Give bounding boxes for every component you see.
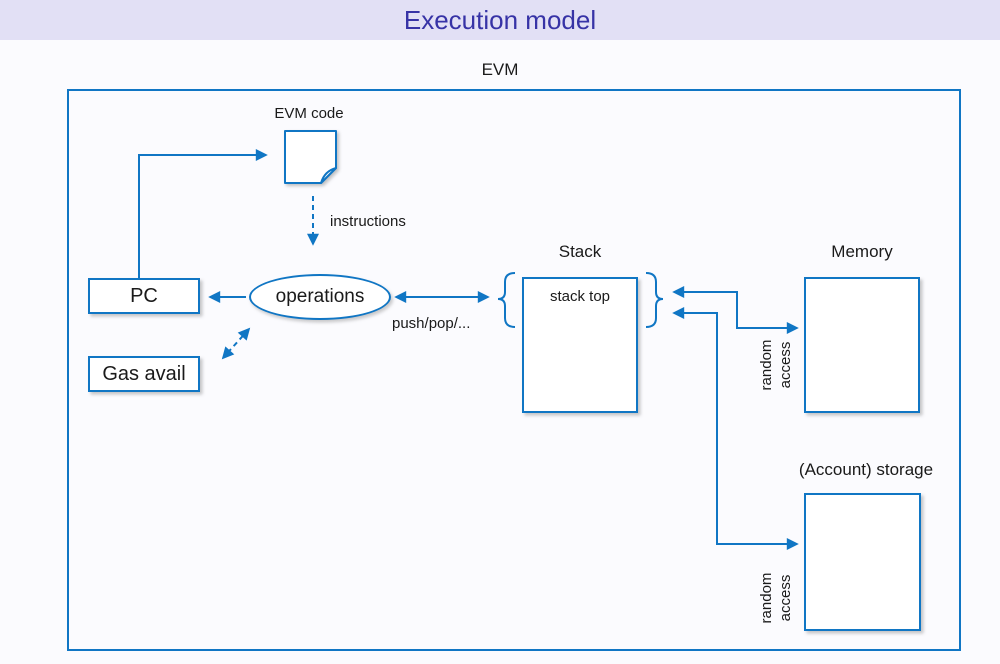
- stack-label: Stack: [558, 242, 602, 261]
- operations-label: operations: [275, 286, 365, 307]
- memory-label: Memory: [831, 242, 893, 261]
- evm-code-note-icon: [284, 130, 337, 184]
- random-access-line1: random: [758, 572, 775, 624]
- gas-avail-label: Gas avail: [102, 362, 186, 385]
- gas-avail-box: Gas avail: [88, 356, 200, 392]
- evm-code-label: EVM code: [274, 105, 344, 122]
- pc-label: PC: [130, 284, 158, 307]
- stack-top-label: stack top: [549, 288, 611, 305]
- account-storage-label: (Account) storage: [798, 460, 934, 479]
- push-pop-label: push/pop/...: [392, 315, 471, 332]
- evm-frame-label: EVM: [481, 60, 519, 79]
- random-access-line1: random: [758, 339, 775, 391]
- random-access-line2: access: [777, 341, 794, 389]
- instructions-label: instructions: [330, 213, 406, 230]
- operations-ellipse: operations: [249, 274, 391, 320]
- slide-title: Execution model: [403, 4, 597, 35]
- random-access-label-memory: random access: [757, 305, 797, 425]
- pc-box: PC: [88, 278, 200, 314]
- evm-frame: [67, 89, 961, 651]
- title-bar: Execution model: [0, 0, 1000, 40]
- note-folded-corner-shape: [320, 167, 337, 184]
- stack-box: stack top: [522, 277, 638, 413]
- random-access-line2: access: [777, 574, 794, 622]
- memory-box: [804, 277, 920, 413]
- account-storage-box: [804, 493, 921, 631]
- random-access-label-storage: random access: [757, 538, 797, 658]
